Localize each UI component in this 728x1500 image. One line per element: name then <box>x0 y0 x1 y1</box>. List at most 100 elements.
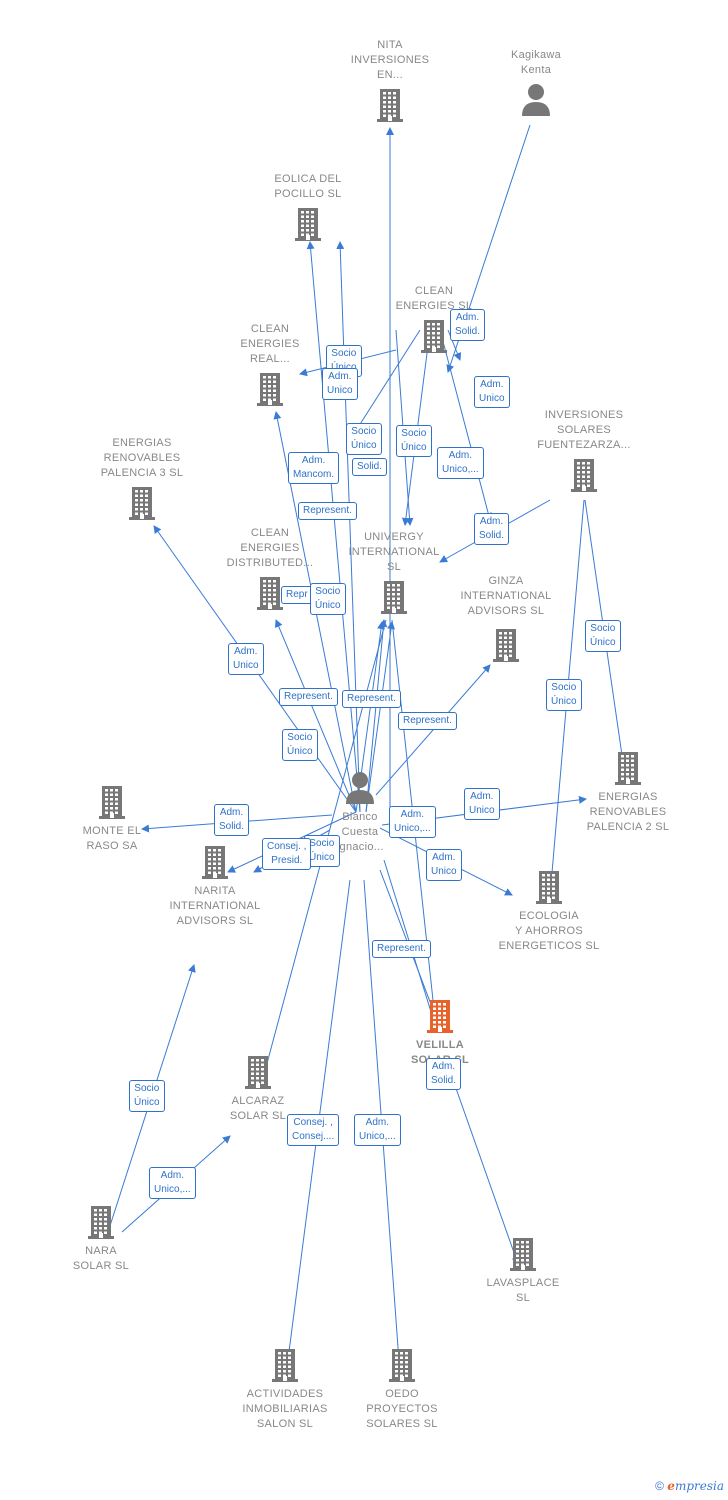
node-monte[interactable]: MONTE EL RASO SA <box>47 784 177 856</box>
node-label: ECOLOGIA Y AHORROS ENERGETICOS SL <box>498 910 600 952</box>
edge-label[interactable]: Adm. Unico <box>426 849 462 881</box>
node-label: OEDO PROYECTOS SOLARES SL <box>366 1388 438 1430</box>
building-icon <box>242 1054 274 1090</box>
edge-label[interactable]: Represent. <box>342 690 401 708</box>
empresia-logo[interactable]: empresia <box>667 1479 724 1493</box>
node-clean-distributed[interactable]: CLEAN ENERGIES DISTRIBUTED... <box>205 526 335 613</box>
edge-label[interactable]: Socio Único <box>310 583 346 615</box>
node-ginza[interactable]: GINZA INTERNATIONAL ADVISORS SL <box>441 574 571 663</box>
node-clean-real[interactable]: CLEAN ENERGIES REAL... <box>205 322 335 409</box>
edge-label[interactable]: Adm. Unico,... <box>149 1167 196 1199</box>
building-icon <box>85 1204 117 1240</box>
building-icon <box>533 869 565 905</box>
logo-e: e <box>667 1479 675 1493</box>
building-icon <box>254 371 286 407</box>
edge-line <box>365 621 396 813</box>
building-icon <box>490 627 522 663</box>
node-actividades[interactable]: ACTIVIDADES INMOBILIARIAS SALON SL <box>220 1347 350 1434</box>
building-icon <box>374 87 406 123</box>
node-univergy[interactable]: UNIVERGY INTERNATIONAL SL <box>329 530 459 617</box>
edge-label[interactable]: Adm. Unico <box>464 788 500 820</box>
node-label: ENERGIAS RENOVABLES PALENCIA 2 SL <box>586 791 670 833</box>
edge-label[interactable]: Consej. , Presid. <box>262 838 312 870</box>
node-label: GINZA INTERNATIONAL ADVISORS SL <box>460 575 552 617</box>
node-narita[interactable]: NARITA INTERNATIONAL ADVISORS SL <box>150 844 280 931</box>
footer-brand: © empresia <box>655 1479 724 1493</box>
edge-label[interactable]: Consej. , Consej.... <box>287 1114 340 1146</box>
edge-label[interactable]: Solid. <box>352 458 388 476</box>
edge-label[interactable]: Adm. Unico <box>228 643 264 675</box>
edge-label[interactable]: Represent. <box>398 712 457 730</box>
node-label: NARA SOLAR SL <box>72 1245 130 1272</box>
edge-label[interactable]: Socio Único <box>129 1080 165 1112</box>
logo-text: mpresia <box>674 1479 724 1493</box>
edge-label[interactable]: Adm. Unico,... <box>354 1114 401 1146</box>
node-inv-solares[interactable]: INVERSIONES SOLARES FUENTEZARZA... <box>519 408 649 495</box>
building-icon <box>269 1347 301 1383</box>
edge-line <box>365 619 388 813</box>
node-label: CLEAN ENERGIES REAL... <box>240 323 300 365</box>
edge-label[interactable]: Represent. <box>279 688 338 706</box>
edge-line <box>439 329 493 521</box>
node-label: Blanco Cuesta Ignacio... <box>336 811 384 853</box>
node-alcaraz[interactable]: ALCARAZ SOLAR SL <box>193 1054 323 1126</box>
node-nara[interactable]: NARA SOLAR SL <box>36 1204 166 1276</box>
node-label: EOLICA DEL POCILLO SL <box>274 173 342 200</box>
edge-label[interactable]: Adm. Solid. <box>450 309 486 341</box>
edge-label[interactable]: Represent. <box>372 940 431 958</box>
building-icon <box>378 579 410 615</box>
edge-label[interactable]: Adm. Solid. <box>474 513 510 545</box>
building-icon <box>568 457 600 493</box>
edge-label[interactable]: Socio Único <box>346 423 382 455</box>
node-kagikawa[interactable]: Kagikawa Kenta <box>471 48 601 120</box>
edge-label[interactable]: Adm. Unico <box>322 368 358 400</box>
edge-label[interactable]: Socio Único <box>546 679 582 711</box>
edge-line <box>349 329 421 441</box>
edge-line <box>336 241 361 813</box>
building-icon <box>292 206 324 242</box>
node-label: Kagikawa Kenta <box>510 49 562 76</box>
edge-line <box>445 1059 520 1265</box>
edge-label[interactable]: Repr <box>281 586 313 604</box>
person-icon <box>344 770 376 806</box>
edge-line <box>306 241 361 813</box>
building-icon <box>418 318 450 354</box>
building-icon <box>199 844 231 880</box>
edge-label[interactable]: Socio Único <box>396 425 432 457</box>
node-blanco[interactable]: Blanco Cuesta Ignacio... <box>295 770 425 857</box>
node-label: NITA INVERSIONES EN... <box>350 39 430 81</box>
copyright-symbol: © <box>655 1479 664 1493</box>
person-icon <box>520 82 552 118</box>
edge-label[interactable]: Represent. <box>298 502 357 520</box>
edge-label[interactable]: Adm. Unico,... <box>437 447 484 479</box>
node-nita[interactable]: NITA INVERSIONES EN... <box>325 38 455 125</box>
building-icon <box>612 750 644 786</box>
node-er-palencia2[interactable]: ENERGIAS RENOVABLES PALENCIA 2 SL <box>563 750 693 837</box>
node-label: LAVASPLACE SL <box>486 1277 560 1304</box>
building-icon <box>507 1236 539 1272</box>
node-label: ALCARAZ SOLAR SL <box>229 1095 287 1122</box>
node-lavasplace[interactable]: LAVASPLACE SL <box>458 1236 588 1308</box>
node-clean-energies[interactable]: CLEAN ENERGIES SL <box>369 284 499 356</box>
node-ecologia[interactable]: ECOLOGIA Y AHORROS ENERGETICOS SL <box>484 869 614 956</box>
edge-label[interactable]: Adm. Unico,... <box>389 806 436 838</box>
node-velilla[interactable]: VELILLA SOLAR SL <box>375 998 505 1070</box>
edge-label[interactable]: Adm. Solid. <box>214 804 250 836</box>
node-label: ACTIVIDADES INMOBILIARIAS SALON SL <box>242 1388 328 1430</box>
node-label: NARITA INTERNATIONAL ADVISORS SL <box>169 885 261 927</box>
node-label: MONTE EL RASO SA <box>82 825 142 852</box>
node-er-palencia3[interactable]: ENERGIAS RENOVABLES PALENCIA 3 SL <box>77 436 207 523</box>
node-eolica[interactable]: EOLICA DEL POCILLO SL <box>243 172 373 244</box>
edge-label[interactable]: Adm. Mancom. <box>288 452 340 484</box>
edge-label[interactable]: Socio Único <box>282 729 318 761</box>
node-label: UNIVERGY INTERNATIONAL SL <box>348 531 440 573</box>
node-label: CLEAN ENERGIES SL <box>395 285 473 312</box>
edge-label[interactable]: Adm. Solid. <box>426 1058 462 1090</box>
edge-label[interactable]: Socio Único <box>585 620 621 652</box>
building-icon <box>424 998 456 1034</box>
node-oedo[interactable]: OEDO PROYECTOS SOLARES SL <box>337 1347 467 1434</box>
node-label: ENERGIAS RENOVABLES PALENCIA 3 SL <box>100 437 184 479</box>
building-icon <box>254 575 286 611</box>
edge-label[interactable]: Adm. Unico <box>474 376 510 408</box>
building-icon <box>96 784 128 820</box>
